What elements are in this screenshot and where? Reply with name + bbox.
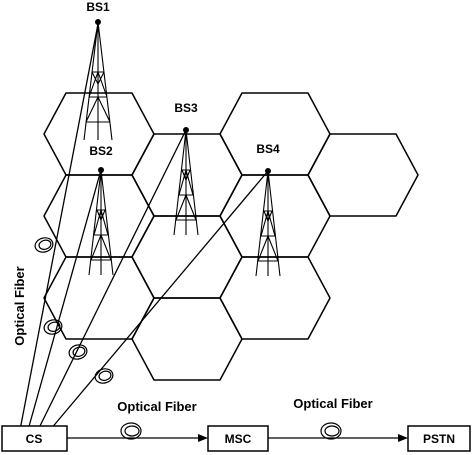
bs1-tower-icon [83, 19, 113, 141]
fiber-coil-icon [320, 422, 342, 440]
hex-cell [131, 215, 243, 299]
fiber-line-bs1 [19, 23, 99, 431]
fiber-coil-icon [43, 319, 63, 335]
hex-cell [131, 297, 243, 381]
msc-pstn-fiber-label: Optical Fiber [293, 396, 372, 411]
fiber-coil-icon [120, 422, 142, 440]
cs-node-label: CS [26, 432, 43, 446]
fiber-coils [34, 237, 114, 384]
hex-cell [219, 174, 331, 258]
cs-node: CS [1, 425, 68, 452]
fiber-coil-icon [68, 344, 88, 360]
fiber-links [19, 23, 269, 431]
fiber-line-bs2 [27, 169, 102, 431]
msc-node-label: MSC [225, 432, 252, 446]
bs4-label: BS4 [256, 142, 280, 156]
hex-cell [219, 92, 331, 176]
hex-cell [307, 133, 419, 217]
fiber-coil-icon [94, 368, 114, 384]
bs3-label: BS3 [174, 101, 198, 115]
bs1-label: BS1 [86, 0, 110, 14]
bs4-tower-icon [255, 168, 281, 277]
hex-cell [43, 92, 155, 176]
hex-cell-grid [43, 92, 419, 381]
bs2-label: BS2 [89, 144, 113, 158]
cs-msc-fiber-label: Optical Fiber [117, 399, 196, 414]
bs2-tower-icon [88, 167, 114, 276]
vertical-fiber-label: Optical Fiber [12, 266, 27, 345]
pstn-node-label: PSTN [423, 432, 455, 446]
cs-to-msc-link [67, 434, 208, 442]
fiber-line-bs3 [37, 129, 187, 431]
bs3-tower-icon [173, 127, 199, 236]
msc-node: MSC [207, 425, 269, 452]
fiber-coil-icon [34, 237, 54, 253]
pstn-node: PSTN [407, 425, 471, 452]
fiber-line-bs4 [49, 170, 269, 431]
msc-to-pstn-link [268, 434, 408, 442]
hex-cell [219, 256, 331, 340]
